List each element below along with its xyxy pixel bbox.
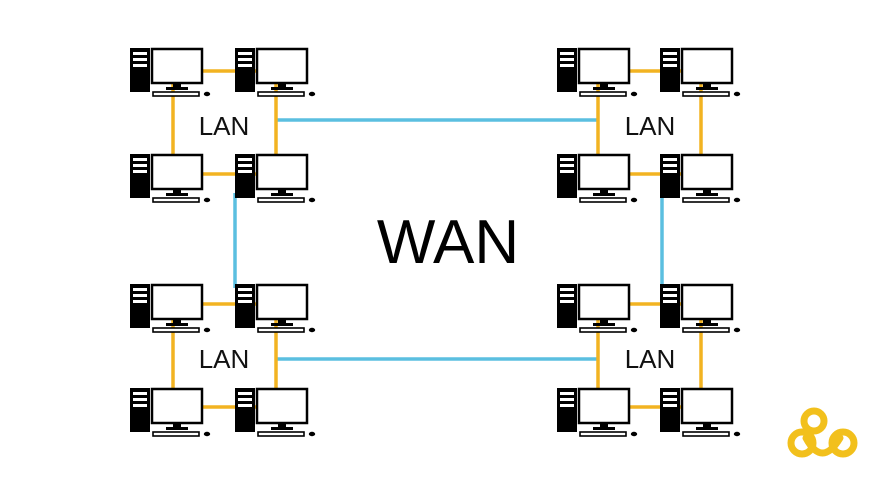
wan-label: WAN [377,208,519,277]
lan-ring-top-right [596,69,703,176]
computer-icon [233,152,317,204]
computer-icon [555,282,639,334]
lan-group-top-right: LAN [555,46,742,204]
computer-icon [233,282,317,334]
lan-ring-bottom-left [171,302,278,409]
lan-label: LAN [625,111,676,141]
lan-label: LAN [199,111,250,141]
lan-group-top-left: LAN [128,46,317,204]
computer-icon [128,386,212,438]
lan-group-bottom-left: LAN [128,282,317,438]
lan-ring-bottom-right [596,302,703,409]
lan-label: LAN [199,344,250,374]
trefoil-logo-icon [787,407,858,458]
lan-label: LAN [625,344,676,374]
computer-icon [555,46,639,98]
computer-icon [128,282,212,334]
computer-icon [233,46,317,98]
computer-icon [658,152,742,204]
computer-icon [555,152,639,204]
computer-icon [128,152,212,204]
lan-group-bottom-right: LAN [555,282,742,438]
computer-icon [658,386,742,438]
lan-ring-top-left [171,69,278,176]
computer-icon [658,46,742,98]
computer-icon [128,46,212,98]
wan-links [233,118,664,361]
lan-links [171,69,703,409]
computer-icon [233,386,317,438]
computer-icon [658,282,742,334]
computer-icon [555,386,639,438]
